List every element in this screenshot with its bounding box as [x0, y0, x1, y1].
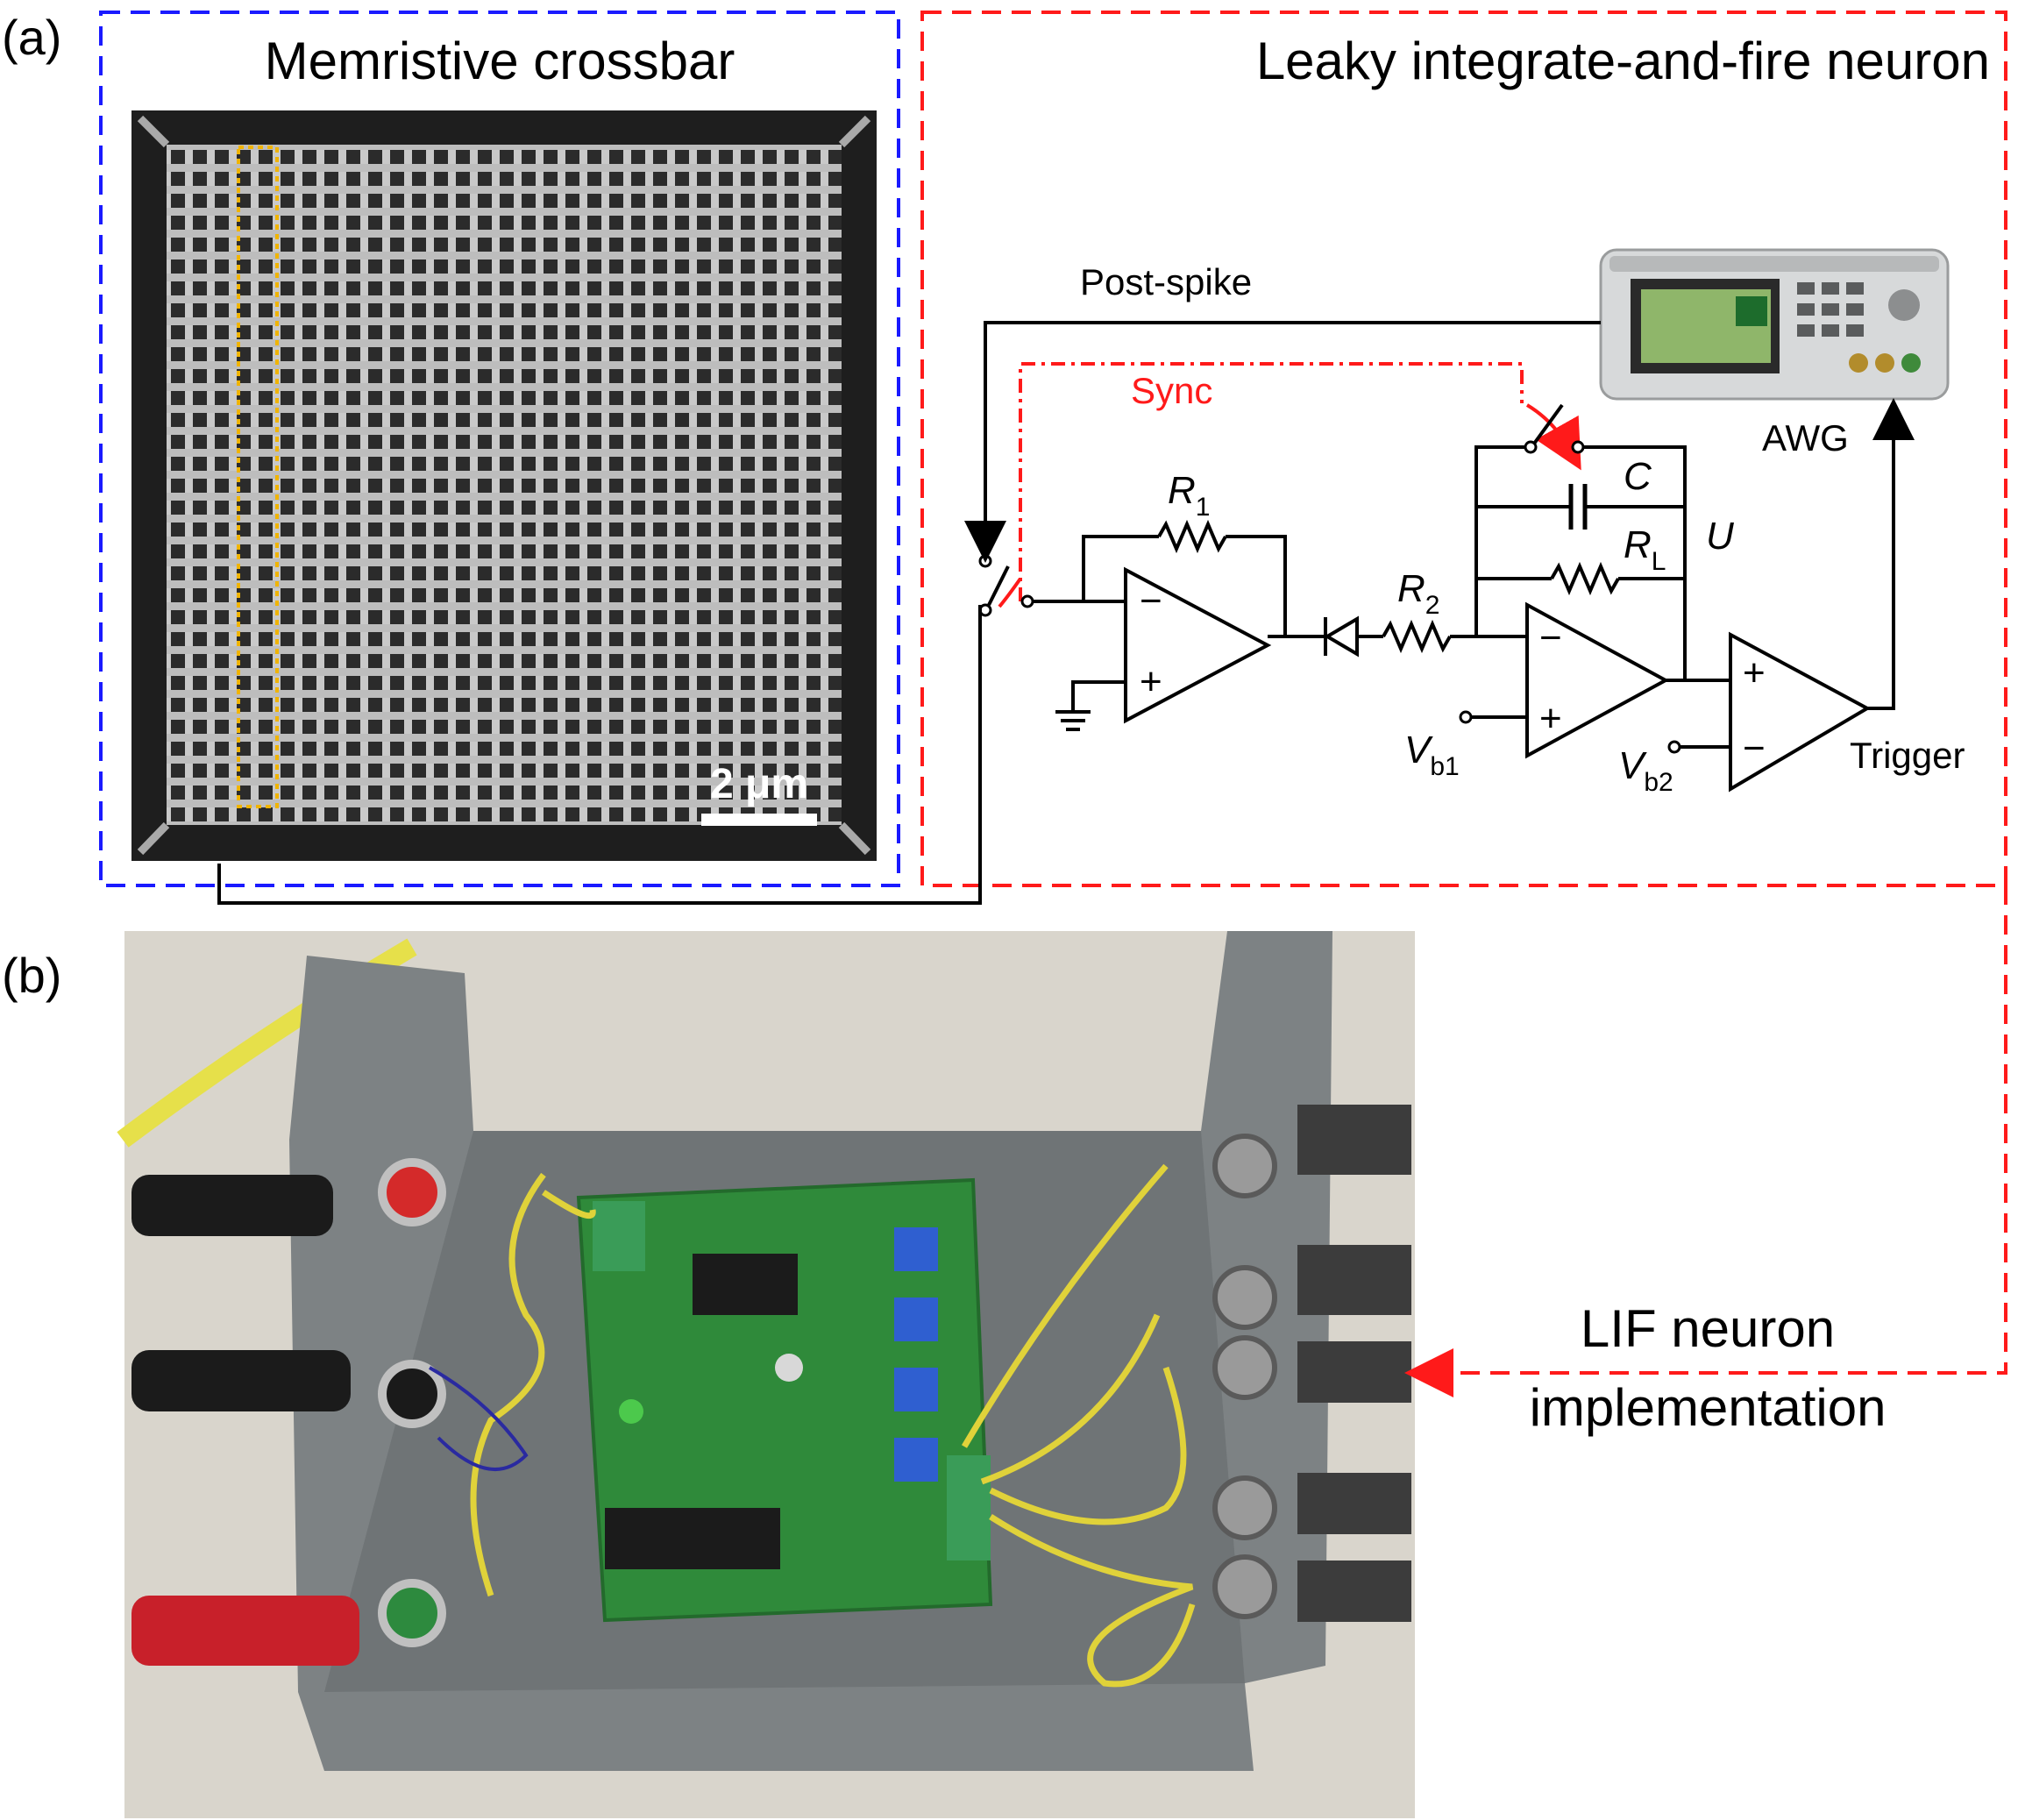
sync-label: Sync	[1131, 370, 1212, 411]
c-label: C	[1624, 455, 1652, 498]
r2-label: R2	[1397, 567, 1439, 620]
opamp1-plus: +	[1140, 660, 1162, 703]
r1-resistor	[1157, 519, 1227, 554]
crossbar-to-neuron-wire	[217, 605, 982, 905]
rl-resistor	[1550, 561, 1620, 596]
capacitor-icon	[1568, 484, 1588, 530]
opamp2-minus: −	[1539, 616, 1562, 659]
trigger-wire	[1867, 398, 1915, 710]
reset-switch	[1524, 403, 1585, 454]
sync-arrow-input-switch	[998, 577, 1022, 608]
opamp3-plus: +	[1743, 651, 1766, 694]
opamp1-ground-wire	[1071, 680, 1126, 710]
r1-feedback-return	[1226, 535, 1287, 638]
diode-icon	[1324, 615, 1383, 658]
opamp-2	[1525, 601, 1670, 759]
scale-bar-label: 2 μm	[710, 761, 808, 807]
opamp3-minus: −	[1743, 727, 1766, 770]
rl-label: RL	[1624, 523, 1666, 576]
crossbar-sem-image	[131, 110, 877, 861]
reset-switch-right-wire	[1583, 445, 1687, 680]
callout-arrow	[1404, 885, 2007, 1397]
sync-arrow-to-switch	[1525, 403, 1581, 471]
panel-b-label: (b)	[2, 948, 61, 1003]
scale-bar	[701, 814, 817, 826]
vb2-terminal	[1667, 740, 1681, 754]
r1-label: R1	[1168, 469, 1210, 522]
trigger-label: Trigger	[1850, 735, 1965, 776]
neuron-title: Leaky integrate-and-fire neuron	[1256, 32, 1990, 90]
opamp-3	[1729, 631, 1872, 793]
crossbar-frame	[99, 11, 900, 887]
integrator-left-rail	[1474, 445, 1525, 636]
vb1-label: Vb1	[1404, 729, 1460, 781]
ground-icon	[1055, 710, 1091, 731]
panel-a-label: (a)	[2, 10, 61, 65]
u-label: U	[1706, 515, 1734, 558]
opamp2-plus: +	[1539, 697, 1562, 740]
sync-wire	[1019, 362, 1524, 601]
vb2-label: Vb2	[1618, 744, 1673, 797]
crossbar-title: Memristive crossbar	[265, 32, 735, 90]
r1-feedback-wire	[1082, 535, 1159, 601]
input-switch	[978, 554, 1034, 617]
opamp-1	[1124, 566, 1272, 724]
callout-line1: LIF neuron	[1581, 1299, 1835, 1358]
awg-label: AWG	[1762, 417, 1849, 459]
callout-line2: implementation	[1530, 1378, 1887, 1437]
post-spike-wire	[964, 321, 1601, 563]
awg-instrument-icon	[1599, 248, 1950, 401]
lif-board-photo	[117, 931, 1415, 1818]
opamp1-minus: −	[1140, 579, 1162, 622]
r2-resistor	[1382, 619, 1452, 654]
post-spike-label: Post-spike	[1080, 261, 1252, 302]
vb1-terminal	[1459, 710, 1473, 724]
